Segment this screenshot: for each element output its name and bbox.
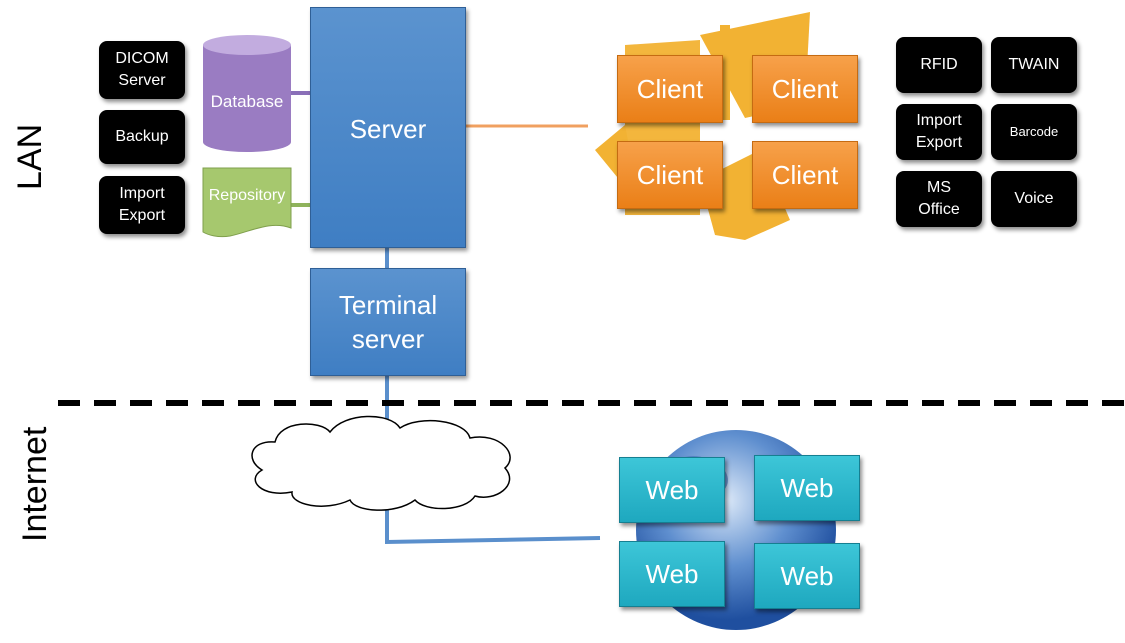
web-box[interactable]: Web bbox=[619, 457, 725, 523]
terminal-server-box[interactable]: Terminal server bbox=[310, 268, 466, 376]
cloud-icon bbox=[251, 415, 511, 511]
import-export-block[interactable]: Import Export bbox=[99, 176, 185, 234]
client-box[interactable]: Client bbox=[617, 141, 723, 209]
web-box[interactable]: Web bbox=[754, 543, 860, 609]
internet-zone-label: Internet bbox=[16, 426, 54, 542]
database-icon bbox=[203, 35, 291, 152]
web-box[interactable]: Web bbox=[619, 541, 725, 607]
voice-block[interactable]: Voice bbox=[991, 171, 1077, 227]
backup-block[interactable]: Backup bbox=[99, 110, 185, 164]
device-import-export-block[interactable]: Import Export bbox=[896, 104, 982, 160]
ms-office-block[interactable]: MS Office bbox=[896, 171, 982, 227]
barcode-block[interactable]: Barcode bbox=[991, 104, 1077, 160]
lan-zone-label: LAN bbox=[11, 123, 49, 190]
client-box[interactable]: Client bbox=[752, 141, 858, 209]
server-label: Server bbox=[349, 114, 427, 144]
client-box[interactable]: Client bbox=[617, 55, 723, 123]
web-box[interactable]: Web bbox=[754, 455, 860, 521]
dicom-server-block[interactable]: DICOM Server bbox=[99, 41, 185, 99]
server-box[interactable] bbox=[310, 7, 466, 248]
twain-block[interactable]: TWAIN bbox=[991, 37, 1077, 93]
repository-label: Repository bbox=[208, 187, 286, 204]
rfid-block[interactable]: RFID bbox=[896, 37, 982, 93]
repository-icon bbox=[202, 167, 292, 238]
database-label: Database bbox=[210, 92, 284, 111]
client-box[interactable]: Client bbox=[752, 55, 858, 123]
